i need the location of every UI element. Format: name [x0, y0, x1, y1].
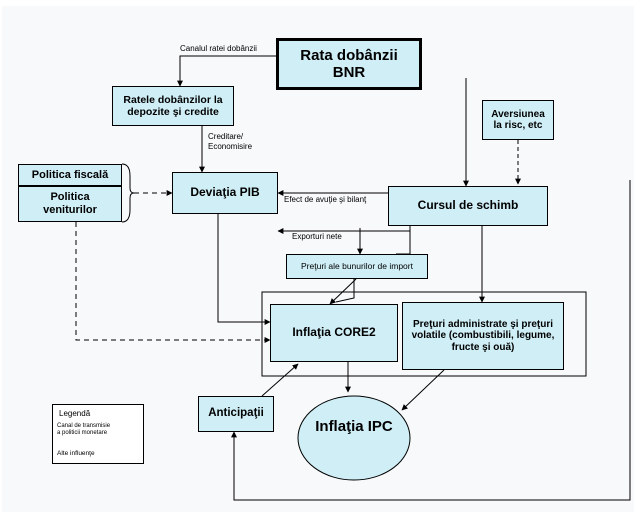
label-creditare: Creditare/ Economisire — [208, 132, 253, 151]
anticipatii-box: Anticipaţii — [198, 396, 274, 432]
inflatia-core2-label: Inflaţia CORE2 — [292, 325, 376, 340]
edge-pib-to-core2 — [217, 214, 271, 325]
politica-fiscala-label: Politica fiscală — [31, 168, 109, 181]
edge-administrate-to-ipc — [401, 369, 445, 411]
label-exporturi: Exporturi nete — [292, 232, 342, 241]
edge-import-to-core2 — [335, 279, 355, 303]
deviatia-pib-label: Deviaţia PIB — [190, 185, 260, 200]
preturi-import-box: Preţuri ale bunurilor de import — [286, 254, 428, 279]
preturi-import-label: Preţuri ale bunurilor de import — [301, 260, 413, 271]
cursul-de-schimb-box: Cursul de schimb — [388, 186, 548, 226]
legend-dashed-label: Alte influenţe — [57, 450, 95, 457]
edge-cursul-to-pib-export — [277, 226, 411, 234]
label-efect: Efect de avuţie şi bilanţ — [284, 195, 367, 204]
politica-fiscala-box: Politica fiscală — [18, 164, 122, 186]
edge-anticipatii-to-core2 — [261, 363, 299, 397]
politica-veniturilor-label: Politica veniturilor — [43, 191, 97, 216]
ratele-dobanzilor-box: Ratele dobânzilor la depozite şi credite — [112, 86, 234, 126]
legend: Legendă Canal de transmisie a politicii … — [52, 404, 144, 464]
preturi-administrate-box: Preţuri administrate şi preţuri volatile… — [402, 302, 564, 370]
legend-solid-label: Canal de transmisie a politicii monetare — [57, 423, 111, 437]
inflatia-core2-box: Inflaţia CORE2 — [270, 304, 398, 362]
edge-rata-to-ratele — [177, 55, 276, 87]
label-canalul: Canalul ratei dobânzii — [180, 44, 257, 53]
core-group-frame — [261, 291, 587, 377]
edge-cursul-to-import — [396, 226, 411, 255]
legend-title: Legendă — [59, 409, 91, 418]
edge-ipc-feedback — [231, 180, 631, 501]
inflatia-ipc-label-wrap: Inflaţia IPC — [306, 418, 402, 435]
edge-politica-to-core2 — [75, 222, 271, 343]
rata-dobanzii-bnr-label: Rata dobânzii BNR — [300, 46, 398, 81]
aversiunea-box: Aversiunea la risc, etc — [482, 100, 554, 140]
deviatia-pib-box: Deviaţia PIB — [172, 172, 278, 214]
aversiunea-label: Aversiunea la risc, etc — [491, 108, 545, 132]
edge-import-to-core2-arrow — [329, 278, 357, 305]
inflatia-ipc-label: Inflaţia IPC — [315, 418, 393, 435]
rata-dobanzii-bnr-box: Rata dobânzii BNR — [276, 38, 422, 90]
ratele-dobanzilor-label: Ratele dobânzilor la depozite şi credite — [123, 93, 223, 118]
inflatia-ipc-ellipse — [297, 395, 411, 481]
politica-veniturilor-box: Politica veniturilor — [18, 186, 122, 222]
preturi-administrate-label: Preţuri administrate şi preţuri volatile… — [411, 318, 555, 353]
politica-brace — [121, 163, 135, 223]
cursul-de-schimb-label: Cursul de schimb — [417, 198, 519, 213]
top-strip — [0, 0, 636, 6]
anticipatii-label: Anticipaţii — [208, 407, 264, 420]
